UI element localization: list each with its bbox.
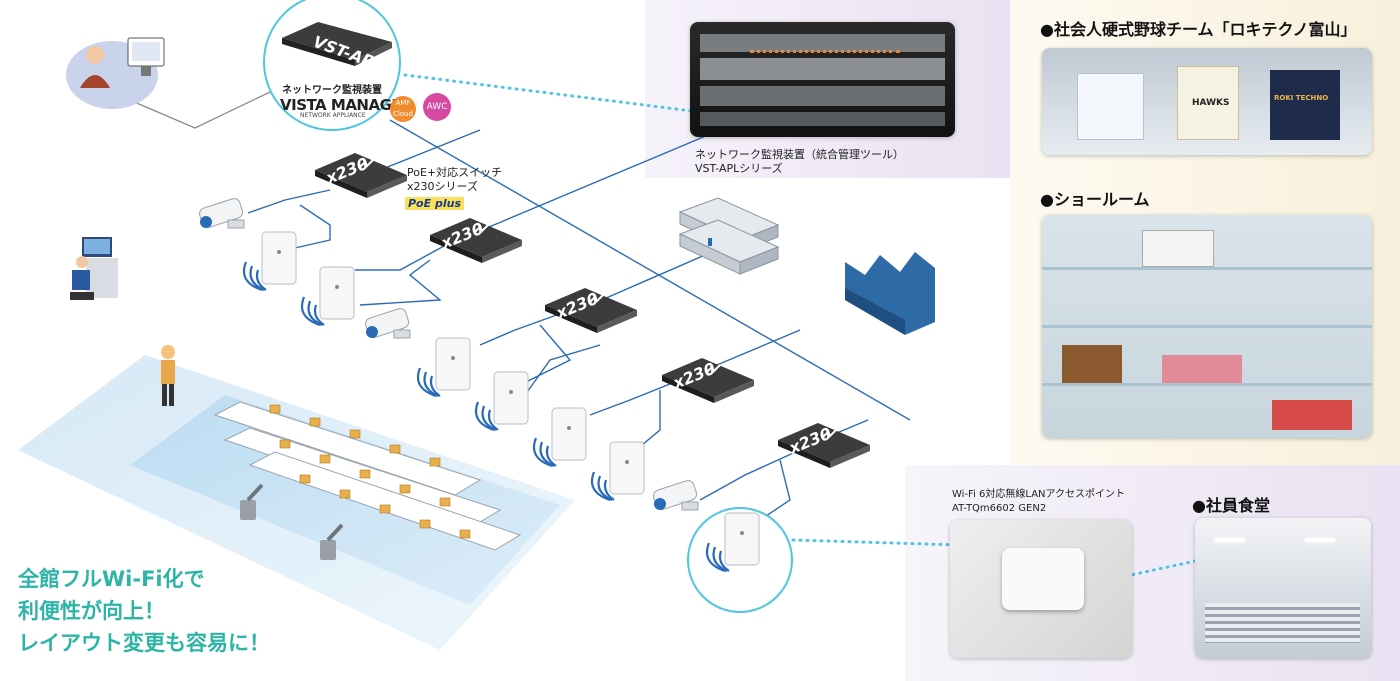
amf-cloud-badge: AMF Cloud <box>390 96 416 122</box>
vista-manager-logo: VISTA MANAGER <box>280 96 413 114</box>
showroom-title: ●ショールーム <box>1040 190 1150 209</box>
wifi-wave <box>718 550 730 572</box>
x230-switch: x230 <box>778 423 870 468</box>
access-points <box>242 231 760 573</box>
access-point <box>242 231 297 292</box>
access-point <box>705 512 760 573</box>
cameras <box>199 198 699 511</box>
ap-photo <box>950 520 1132 658</box>
admin-user-illustration <box>66 37 165 109</box>
wifi-wave <box>474 401 495 432</box>
ap-caption-1: Wi-Fi 6対応無線LANアクセスポイント <box>952 489 1126 500</box>
rack-photo <box>690 22 955 137</box>
robot-arms <box>240 483 344 560</box>
awc-badge: AWC <box>423 93 451 121</box>
wifi-wave <box>487 409 499 431</box>
security-camera <box>199 198 245 229</box>
x230-switches: x230 x230 x230 x230 x230 <box>315 153 870 468</box>
switch-caption-2: x230シリーズ <box>407 180 478 193</box>
operator-illustration <box>70 237 118 300</box>
jersey-hawks: HAWKS <box>1192 98 1230 108</box>
cafeteria-photo <box>1195 518 1371 658</box>
monitor-caption: ネットワーク監視装置 <box>282 85 382 96</box>
wifi-wave <box>590 471 611 502</box>
wifi-wave <box>313 304 325 326</box>
x230-switch: x230 <box>662 358 754 403</box>
slogan-line-1: 全館フルWi-Fi化で <box>18 567 205 591</box>
cafeteria-title: ●社員食堂 <box>1192 496 1270 515</box>
wifi-wave <box>545 445 557 467</box>
x230-switch: x230 <box>315 153 407 198</box>
vista-manager-sub: NETWORK APPLIANCE <box>300 112 366 119</box>
slogan-line-2: 利便性が向上！ <box>18 599 165 623</box>
rack-caption-2: VST-APLシリーズ <box>695 162 783 175</box>
security-camera <box>653 480 699 511</box>
wifi-wave <box>416 367 437 398</box>
admin-link <box>117 91 271 129</box>
wifi-wave <box>429 375 441 397</box>
slogan-line-3: レイアウト変更も容易に！ <box>18 631 270 655</box>
core-switch-icon <box>678 197 780 275</box>
wifi-wave <box>705 542 726 573</box>
network-links <box>247 119 911 521</box>
x230-switch: x230 <box>430 218 522 263</box>
jersey-roki: ROKI TECHNO <box>1274 94 1329 102</box>
access-point <box>474 371 529 432</box>
wifi-wave <box>300 296 321 327</box>
rack-caption-1: ネットワーク監視装置（統合管理ツール） <box>695 148 904 161</box>
warehouse-icon <box>845 252 935 335</box>
wifi-wave <box>255 269 267 291</box>
wifi-wave <box>532 437 553 468</box>
conveyor-machines <box>269 404 471 539</box>
poe-plus-logo: PoE plus <box>405 197 464 210</box>
ap-caption-2: AT-TQm6602 GEN2 <box>952 503 1047 514</box>
factory-floor-inner <box>130 395 560 605</box>
wifi-wave <box>603 479 615 501</box>
access-point <box>590 441 645 502</box>
baseball-photo: HAWKS ROKI TECHNO <box>1042 48 1372 155</box>
access-point <box>416 337 471 398</box>
switch-caption-1: PoE+対応スイッチ <box>407 166 503 179</box>
security-camera <box>365 308 411 339</box>
wifi-wave <box>242 261 263 292</box>
access-point <box>300 266 355 327</box>
baseball-title: ●社会人硬式野球チーム「ロキテクノ富山」 <box>1040 20 1357 39</box>
showroom-photo <box>1042 215 1372 438</box>
worker-illustration <box>161 345 175 406</box>
x230-switch: x230 <box>545 288 637 333</box>
access-point <box>532 407 587 468</box>
